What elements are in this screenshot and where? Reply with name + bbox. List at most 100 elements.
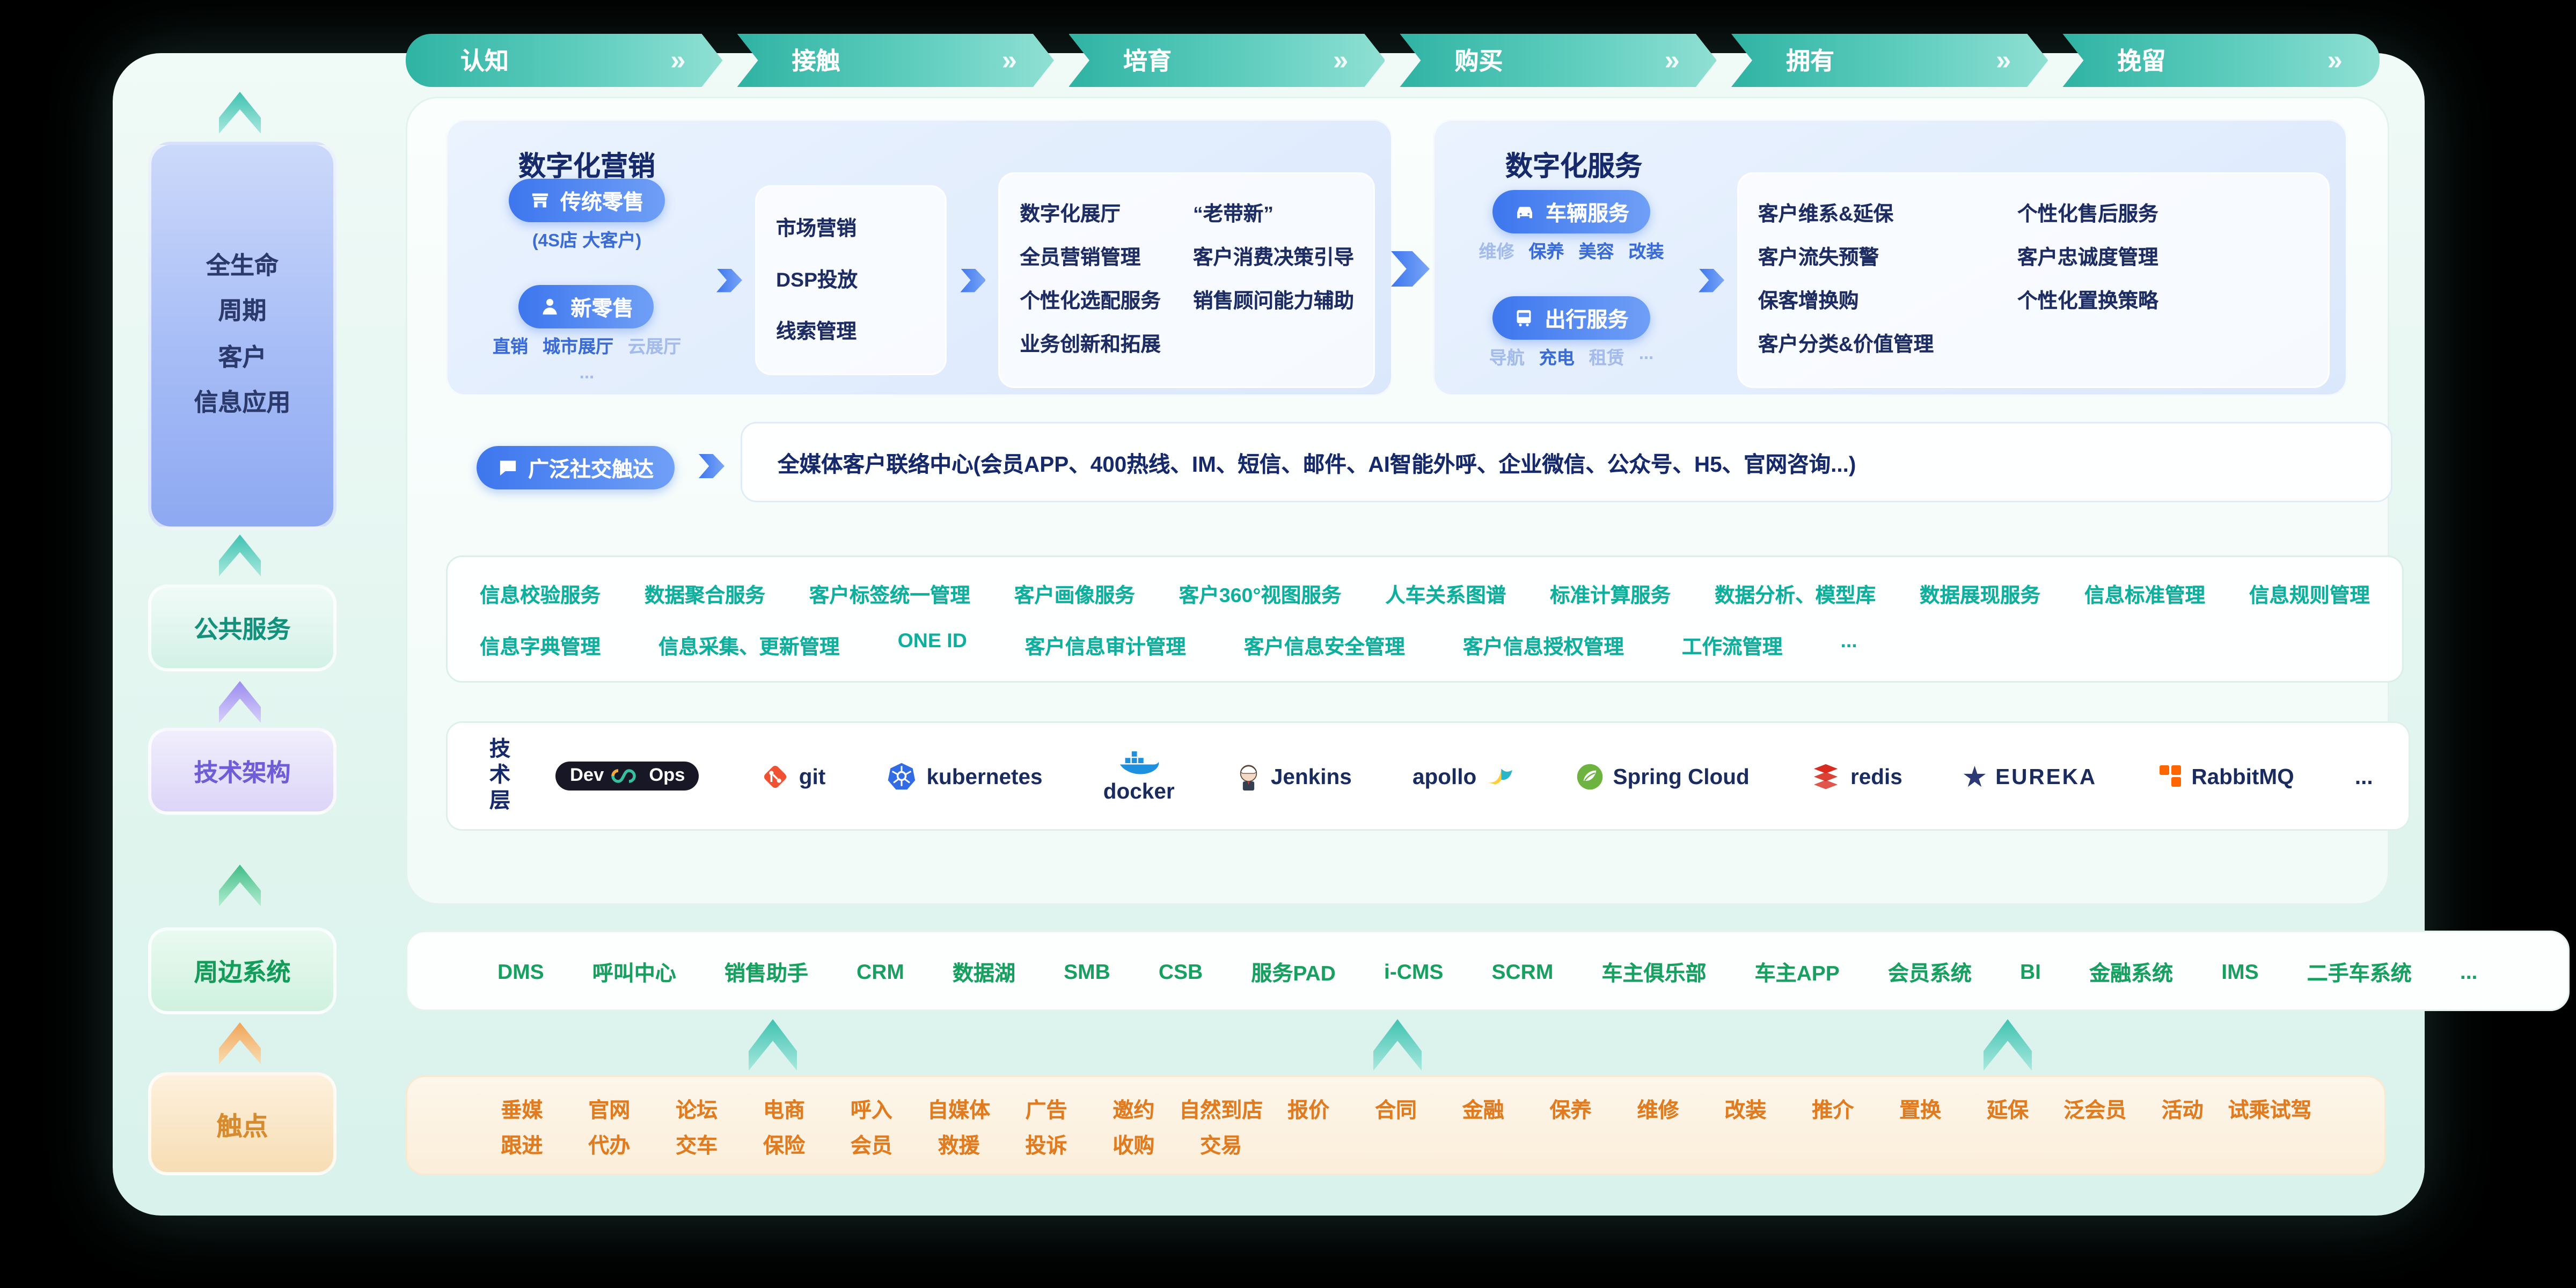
public-service-item: 客户360°视图服务 [1179,584,1342,607]
public-service-item: 信息标准管理 [2084,584,2206,607]
sub-label: 维修 [1479,243,1514,262]
car-icon [1513,201,1536,223]
service-item: 保客增换购 [1758,290,1859,312]
funnel-item: “老带新” [1192,203,1274,225]
touchpoint-item: 垂媒 [501,1098,543,1122]
funnel-item: 业务创新和拓展 [1020,333,1161,356]
stage-bar: 认知 » 接触 » 培育 » 购买 » 拥有 » 挽留 » [406,34,2380,87]
sub-label: 导航 [1489,349,1525,369]
chevron-right-icon: » [2327,44,2343,75]
public-service-item: 人车关系图谱 [1385,584,1506,607]
jenkins-icon [1235,761,1263,792]
peripheral-system-item: CRM [857,958,904,983]
touchpoint-item: 泛会员 [2063,1098,2127,1122]
chat-icon [497,457,518,478]
omnichannel-contact-center-box: 全媒体客户联络中心(会员APP、400热线、IM、短信、邮件、AI智能外呼、企业… [741,422,2392,502]
sub-label: 充电 [1539,349,1575,369]
touchpoint-item: 代办 [588,1133,631,1158]
panel-title: 数字化营销 [518,151,655,182]
touchpoint-item: 维修 [1637,1098,1679,1122]
touchpoints-row2: 跟进代办交车保险会员救援投诉收购交易 [478,1129,2314,1164]
touchpoint-item: 收购 [1113,1133,1155,1158]
sub-label: 直销 [492,337,528,357]
new-retail-sub-labels: 直销城市展厅云展厅... [490,333,683,383]
pill-label: 新零售 [570,295,634,320]
stage-segment-purchase: 购买 » [1400,34,1716,87]
tech-layer-strip: 技术层 Dev Ops git kubernetes docker [446,721,2410,831]
touchpoint-item: 邀约 [1113,1098,1155,1122]
stage-segment-own: 拥有 » [1731,34,2048,87]
sidebar-lifecycle-box: 全生命 周期 客户 信息应用 [148,142,336,530]
marketing-funnel-stage2-box: 数字化展厅全员营销管理个性化选配服务业务创新和拓展 “老带新” 客户消费决策引导销… [999,172,1375,388]
social-reach-pill: 广泛社交触达 [477,446,675,489]
spring-cloud-logo: Spring Cloud [1574,761,1750,792]
apollo-logo: apollo [1413,764,1513,788]
infinity-icon [610,768,642,784]
pill-label: 出行服务 [1545,308,1629,332]
peripheral-system-item: 服务PAD [1251,960,1336,985]
peripheral-system-item: ... [2460,958,2478,983]
pill-label: 传统零售 [560,189,644,214]
service-column: 客户维系&延保客户流失预警保客增换购客户分类&价值管理 [1758,193,1934,367]
devops-logo: Dev Ops [555,762,700,791]
touchpoint-item: 官网 [588,1098,631,1122]
peripheral-system-item: 车主俱乐部 [1601,960,1707,985]
travel-sub-labels: 导航充电租赁... [1489,345,1654,370]
stage-segment-contact: 接触 » [737,34,1053,87]
funnel-column: “老带新” 客户消费决策引导销售顾问能力辅助 [1193,193,1354,367]
sub-label: ... [579,363,595,383]
stage-label: 认知 [460,48,509,76]
public-service-item: 信息规则管理 [2249,584,2370,607]
sub-label: 改装 [1628,243,1664,262]
vehicle-service-pill: 车辆服务 [1492,190,1650,233]
docker-logo: docker [1103,749,1175,803]
peripheral-system-item: CSB [1158,958,1203,983]
kubernetes-logo: kubernetes [886,760,1043,792]
lifecycle-line: 周期 [218,298,267,325]
stage-segment-nurture: 培育 » [1069,34,1385,87]
peripheral-system-item: 呼叫中心 [592,960,676,985]
public-service-item: 信息字典管理 [480,636,601,658]
rabbitmq-logo: RabbitMQ [2157,763,2294,789]
devops-ops-label: Ops [649,766,685,786]
touchpoint-item: 电商 [763,1098,805,1122]
stage-label: 拥有 [1785,48,1834,76]
touchpoint-item: 保险 [763,1133,805,1158]
lifecycle-line: 客户 [218,343,267,371]
touchpoint-item: 投诉 [1025,1133,1067,1158]
public-service-item: 数据分析、模型库 [1715,584,1876,607]
chevron-right-icon: » [1996,44,2010,75]
arrow-right-icon [716,268,742,292]
funnel-column: 数字化展厅全员营销管理个性化选配服务业务创新和拓展 [1020,193,1161,367]
more-logos: ... [2354,764,2373,788]
funnel-item: 客户消费决策引导 [1192,246,1354,269]
funnel-item: DSP投放 [775,269,858,291]
public-service-item: 数据展现服务 [1920,584,2041,607]
touchpoint-item: 活动 [2161,1098,2204,1122]
peripheral-system-item: 金融系统 [2089,960,2174,985]
funnel-item: 个性化选配服务 [1020,290,1161,312]
peripheral-system-item: 二手车系统 [2307,960,2412,985]
apollo-bird-icon [1484,765,1513,787]
public-service-item: 客户信息审计管理 [1024,636,1186,658]
touchpoint-item: 交车 [676,1133,718,1158]
new-retail-pill: 新零售 [519,284,655,328]
git-logo: git [760,761,825,792]
service-item: 客户分类&价值管理 [1758,333,1934,356]
sidebar-tech-architecture: 技术架构 [148,728,336,815]
stage-label: 接触 [792,48,840,76]
touchpoint-item: 论坛 [676,1098,718,1122]
service-item: 个性化售后服务 [2017,203,2158,225]
chevron-right-icon: » [1664,44,1678,75]
funnel-item: 销售顾问能力辅助 [1192,290,1354,312]
touchpoint-item: 自然到店 [1179,1098,1263,1122]
service-item: 客户维系&延保 [1758,203,1894,225]
touchpoint-item: 跟进 [501,1133,543,1158]
public-service-item: 工作流管理 [1681,636,1783,658]
bus-icon [1514,308,1535,328]
peripheral-system-item: SMB [1064,958,1110,983]
stage-label: 购买 [1454,48,1503,76]
kubernetes-icon [886,760,918,792]
